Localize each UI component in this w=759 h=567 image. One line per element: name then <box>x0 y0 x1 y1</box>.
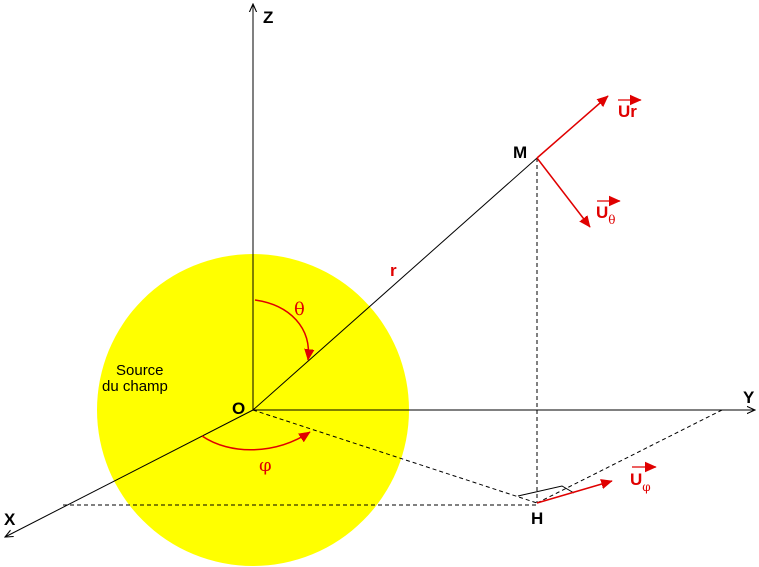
theta-arc <box>254 299 308 360</box>
utheta-vector <box>536 157 591 227</box>
phi-label: φ <box>259 455 272 476</box>
projection-o-to-h <box>252 409 538 504</box>
theta-label: θ <box>294 299 305 320</box>
point-m-label: M <box>513 143 527 162</box>
uphi-label-sub: φ <box>642 480 650 494</box>
uphi-vector <box>536 481 612 504</box>
uphi-label: Uφ <box>630 470 651 494</box>
radius-label: r <box>390 261 397 280</box>
right-angle-marker <box>517 485 575 497</box>
point-h-label: H <box>531 509 543 528</box>
utheta-label: Uθ <box>596 203 616 227</box>
x-axis <box>5 409 254 537</box>
projection-y-to-h <box>536 409 723 504</box>
radius-line <box>252 157 538 411</box>
ur-vector <box>536 95 608 159</box>
z-axis-label: Z <box>263 8 273 27</box>
source-label-line1: Source <box>116 362 164 379</box>
ur-label: Ur <box>618 102 637 121</box>
origin-label: O <box>232 399 245 418</box>
utheta-label-main: U <box>596 203 608 222</box>
y-axis-label: Y <box>743 388 755 407</box>
phi-arc <box>201 431 310 451</box>
uphi-label-main: U <box>630 470 642 489</box>
source-label-line2: du champ <box>102 378 168 395</box>
utheta-label-sub: θ <box>608 213 615 227</box>
x-axis-label: X <box>4 510 16 529</box>
